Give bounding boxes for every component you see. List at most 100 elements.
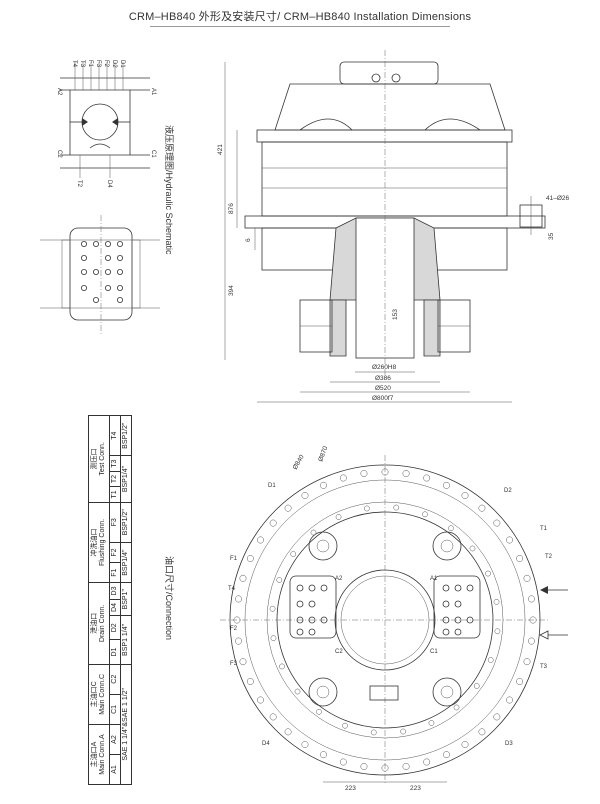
- bolt-hole: [105, 268, 112, 275]
- dim-153: 153: [392, 309, 399, 320]
- dim-6: 6: [245, 238, 252, 242]
- bolt-hole: [257, 536, 264, 544]
- side-section-view: [224, 50, 546, 403]
- bolt-hole: [516, 555, 524, 562]
- bolt-hole: [320, 616, 328, 624]
- bolt-hole: [528, 595, 535, 603]
- bolt-hole: [506, 536, 513, 544]
- bolt-hole: [335, 514, 342, 520]
- port-block-holes: [81, 240, 124, 303]
- svg-text:F2: F2: [103, 60, 109, 68]
- bolt-hole: [246, 678, 254, 685]
- bolt-hole: [93, 240, 100, 247]
- bolt-hole: [105, 254, 112, 261]
- front-view: [220, 455, 568, 785]
- side-view-dims: 421 876 6 394 153 41–Ø26 35 Ø260H8 Ø386 …: [217, 144, 570, 402]
- bolt-hole: [466, 584, 474, 592]
- bolt-hole: [423, 758, 431, 766]
- title-rule: [150, 26, 450, 27]
- svg-text:T2: T2: [76, 180, 82, 188]
- svg-text:F3: F3: [230, 661, 238, 667]
- bolt-hole: [235, 637, 242, 645]
- bolt-hole: [81, 268, 88, 275]
- svg-text:A1: A1: [150, 88, 156, 96]
- svg-text:A2: A2: [335, 576, 343, 582]
- svg-text:T3: T3: [540, 664, 548, 670]
- svg-text:C1: C1: [430, 649, 438, 655]
- svg-text:T3: T3: [79, 60, 85, 68]
- bolt-hole: [257, 696, 264, 704]
- bolt-hole: [308, 616, 316, 624]
- bolt-hole: [363, 505, 370, 512]
- bolt-hole: [469, 545, 476, 552]
- bolt-hole: [339, 758, 347, 766]
- dim-35: 35: [548, 232, 555, 240]
- bolt-hole: [443, 751, 450, 759]
- bolt-hole: [442, 600, 450, 608]
- bolt-hole: [442, 628, 450, 636]
- bolt-hole: [296, 616, 304, 624]
- dim-421: 421: [217, 144, 224, 155]
- bolt-hole: [117, 268, 124, 275]
- dim-223-left: 223: [345, 785, 356, 792]
- bolt-hole: [478, 504, 486, 512]
- bolt-hole: [105, 240, 112, 247]
- bolt-hole: [316, 708, 322, 715]
- bolt-hole: [117, 284, 124, 291]
- bolt-hole: [269, 713, 277, 721]
- bolt-hole: [320, 584, 328, 592]
- bolt-hole: [308, 600, 316, 608]
- bolt-hole: [478, 728, 486, 736]
- bolt-hole: [296, 628, 304, 636]
- page-title: CRM–HB840 外形及安装尺寸/ CRM–HB840 Installatio…: [128, 11, 472, 23]
- bolt-hole: [308, 628, 316, 636]
- bolt-hole: [93, 268, 100, 275]
- bolt-hole: [528, 637, 535, 645]
- dim-260h8: Ø260H8: [372, 364, 397, 371]
- bolt-hole: [454, 600, 462, 608]
- bolt-hole: [523, 658, 531, 666]
- bolt-hole: [239, 574, 247, 582]
- bolt-hole: [117, 240, 124, 247]
- port-block-detail: [40, 215, 160, 335]
- bolt-hole: [493, 519, 501, 527]
- bolt-hole: [342, 722, 348, 729]
- bolt-hole: [370, 729, 377, 736]
- svg-text:T4: T4: [228, 586, 236, 592]
- bolt-hole: [506, 696, 513, 704]
- bolt-hole: [454, 628, 462, 636]
- bolt-hole: [454, 584, 462, 592]
- bolt-hole: [308, 584, 316, 592]
- bolt-hole: [493, 713, 501, 721]
- dim-876: 876: [228, 203, 235, 214]
- bolt-hole: [393, 504, 400, 511]
- svg-text:D4: D4: [262, 741, 270, 747]
- front-plate-holes: [296, 584, 474, 636]
- bolt-hole: [360, 470, 368, 477]
- bolt-hole: [269, 519, 277, 527]
- bolt-hole: [443, 481, 450, 489]
- bolt-hole: [381, 468, 389, 476]
- bolt-hole: [81, 240, 88, 247]
- svg-text:C1: C1: [150, 150, 156, 158]
- bolt-hole: [493, 598, 500, 605]
- bolt-hole: [461, 741, 469, 748]
- bolt-hole: [105, 284, 112, 291]
- bolt-hole: [310, 529, 317, 536]
- bolt-hole: [442, 616, 450, 624]
- svg-text:T2: T2: [545, 554, 553, 560]
- bolt-hole: [423, 474, 431, 482]
- bolt-hole: [453, 704, 460, 711]
- bolt-hole: [320, 751, 327, 759]
- dim-386: Ø386: [375, 375, 391, 382]
- bolt-hole: [339, 474, 347, 482]
- svg-text:D4: D4: [106, 180, 112, 188]
- schematic-port-labels: T4 T3 F1 F3 F2 D2 D1 A2 C2 A1 C1 T2 D4: [56, 60, 156, 188]
- svg-text:A2: A2: [56, 88, 62, 96]
- svg-text:F3: F3: [95, 60, 101, 68]
- svg-text:D3: D3: [505, 741, 513, 747]
- svg-text:T4: T4: [71, 60, 77, 68]
- svg-text:D1: D1: [268, 483, 276, 489]
- bolt-hole: [239, 658, 247, 666]
